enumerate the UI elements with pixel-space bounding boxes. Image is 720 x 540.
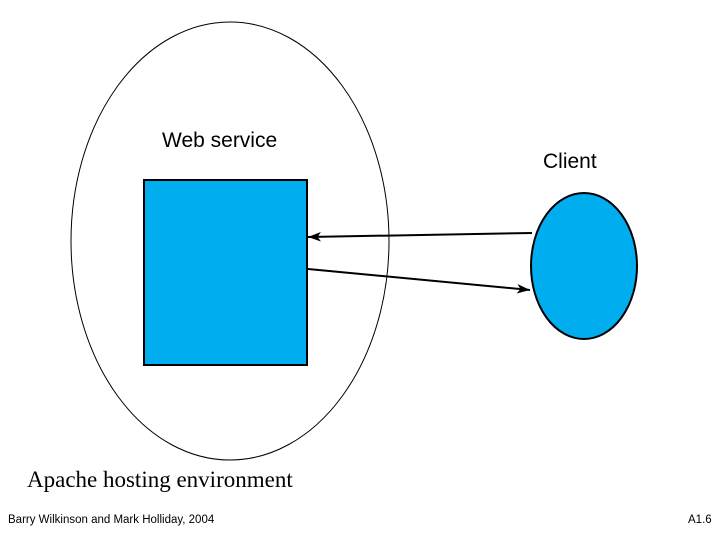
web-service-label: Web service [162, 129, 278, 152]
apache-hosting-environment-label: Apache hosting environment [27, 467, 293, 492]
client-label: Client [543, 150, 597, 173]
client-ellipse [530, 192, 638, 340]
apache-hosting-boundary-ellipse [70, 21, 390, 461]
web-service-box [143, 179, 308, 366]
response-arrow [307, 268, 531, 294]
footer-credit-text: Barry Wilkinson and Mark Holliday, 2004 [8, 514, 215, 526]
footer-page-number: A1.6 [688, 514, 712, 526]
request-arrow [307, 231, 533, 242]
